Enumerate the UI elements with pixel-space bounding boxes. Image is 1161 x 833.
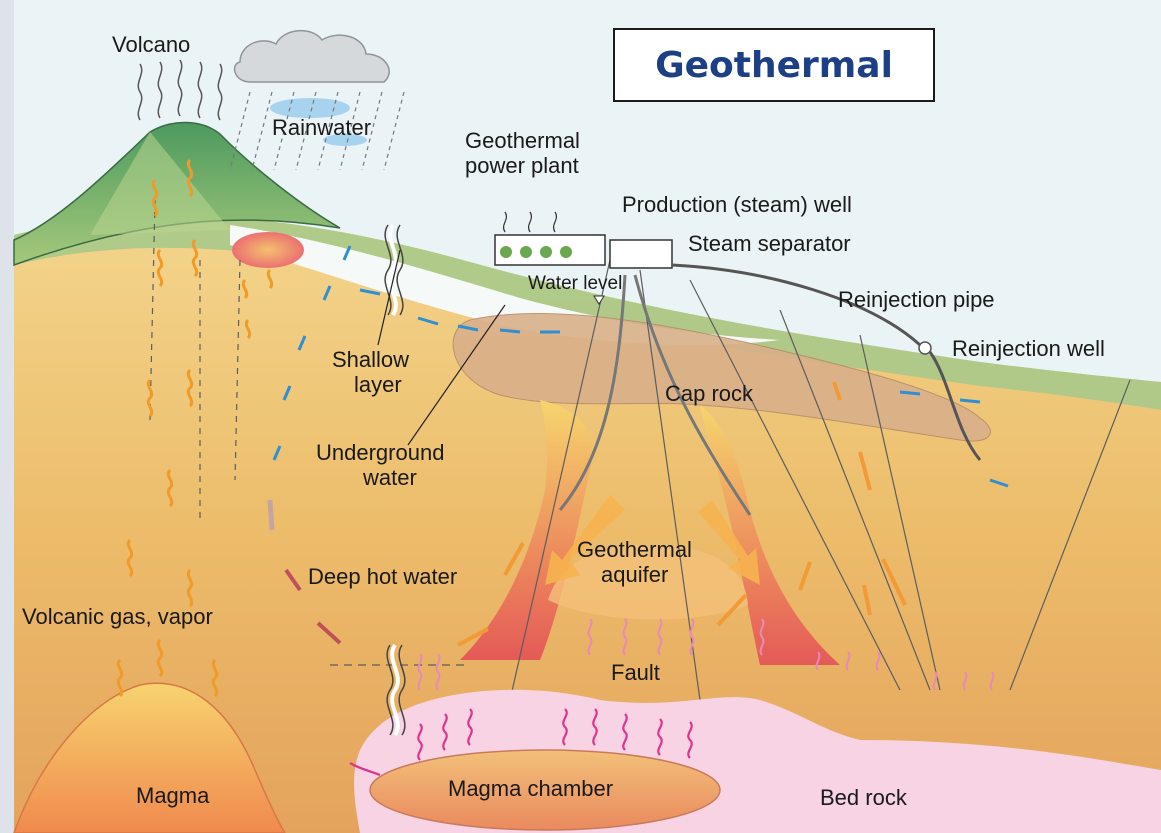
volcano-steam: [137, 59, 223, 121]
aquifer-flow-arrows: [545, 495, 760, 585]
cap-rock-layer: [452, 313, 991, 442]
leader-lines: [377, 249, 506, 446]
label-cap-rock: Cap rock: [665, 381, 754, 406]
label-water-level: Water level: [528, 273, 622, 294]
fault-lines: [149, 199, 1131, 701]
power-plant: [494, 211, 982, 461]
volcano-inner: [90, 132, 230, 235]
fault-heat-arrows: [417, 618, 995, 691]
grey-arrow: [267, 499, 275, 531]
break-lines: [388, 223, 400, 737]
magma-chamber: [369, 749, 721, 831]
reinjection-well-head: [918, 341, 932, 355]
rain-cloud: [229, 30, 405, 171]
label-geothermal-aquifer-2: aquifer: [601, 562, 668, 587]
magma: [13, 682, 286, 833]
label-magma-chamber: Magma chamber: [448, 776, 613, 801]
magma-heat-arrows: [349, 708, 693, 777]
title-box: Geothermal: [613, 28, 935, 102]
heat-arrows: [116, 158, 274, 698]
water-flow-arrows: [272, 245, 1009, 488]
break-lines-outline: [384, 224, 406, 736]
label-deep-hot-water: Deep hot water: [308, 564, 457, 589]
label-magma: Magma: [136, 783, 210, 808]
label-bed-rock: Bed rock: [820, 785, 908, 810]
label-reinjection-well: Reinjection well: [952, 336, 1105, 361]
label-underground-water-1: Underground: [316, 440, 444, 465]
label-geothermal-aquifer-1: Geothermal: [577, 537, 692, 562]
label-production-well: Production (steam) well: [622, 192, 852, 217]
aquifer-funnel-right: [700, 405, 840, 665]
label-shallow-layer-1: Shallow: [332, 347, 409, 372]
hot-lens: [232, 232, 304, 268]
label-reinjection-pipe: Reinjection pipe: [838, 287, 995, 312]
deep-water-arrows: [284, 568, 342, 645]
shallow-water-layer: [230, 225, 780, 345]
geothermal-aquifer: [548, 545, 748, 620]
production-wells: [558, 274, 752, 516]
label-rainwater: Rainwater: [272, 115, 371, 140]
label-fault: Fault: [611, 660, 660, 685]
label-steam-separator: Steam separator: [688, 231, 851, 256]
surface-green-layer: [14, 215, 1161, 410]
label-volcanic-gas: Volcanic gas, vapor: [22, 604, 213, 629]
rising-arrows: [457, 381, 907, 647]
label-power-plant-1: Geothermal: [465, 128, 580, 153]
water-level-marker: [593, 295, 605, 305]
diagram-title: Geothermal: [655, 44, 893, 86]
label-volcano: Volcano: [112, 32, 190, 57]
label-shallow-layer-2: layer: [354, 372, 402, 397]
frame-left-edge: [0, 0, 14, 833]
label-power-plant-2: power plant: [465, 153, 579, 178]
label-underground-water-2: water: [362, 465, 417, 490]
